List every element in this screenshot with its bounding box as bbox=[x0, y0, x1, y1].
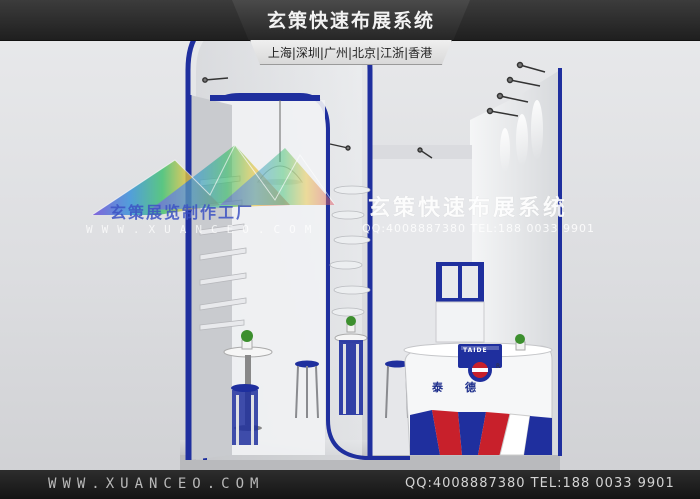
registered-mark: R bbox=[496, 363, 501, 370]
watermark-brand: 玄策快速布展系统 bbox=[368, 196, 569, 221]
footer-url: WWW.XUANCEO.COM bbox=[48, 476, 265, 492]
counter-logo-text: TAIDE bbox=[463, 347, 488, 354]
watermark-logo-text: 玄策展览制作工厂 bbox=[110, 203, 255, 222]
watermark-url: WWW.XUANCEO.COM bbox=[86, 223, 321, 236]
top-title-tab bbox=[232, 0, 470, 40]
bar-stool bbox=[295, 360, 319, 419]
footer-contact: QQ:4008887380 TEL:188 0033 9901 bbox=[405, 476, 675, 491]
plant-left bbox=[241, 330, 253, 350]
counter-brand-name: 泰德 bbox=[432, 381, 498, 394]
city-strip bbox=[250, 40, 452, 65]
spiral-shelves bbox=[329, 185, 371, 317]
bottom-banner bbox=[0, 470, 700, 499]
watermark-contact: QQ:4008887380 TEL:188 0033 9901 bbox=[362, 222, 595, 235]
high-table-middle bbox=[334, 316, 368, 415]
page-title: 玄策快速布展系统 bbox=[266, 10, 435, 32]
city-list: 上海|深圳|广州|北京|江浙|香港 bbox=[267, 46, 433, 60]
bar-stool bbox=[231, 384, 259, 445]
reception-counter bbox=[403, 334, 553, 456]
watermark-logo-shape bbox=[91, 144, 336, 216]
